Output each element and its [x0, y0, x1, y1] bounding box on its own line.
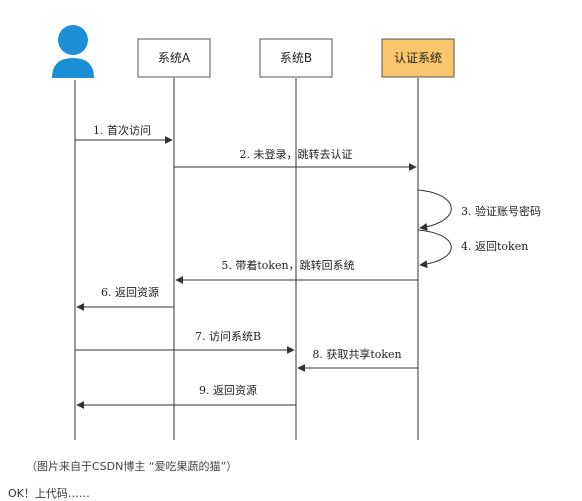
participant-auth: 认证系统 [381, 38, 455, 78]
participant-system-b: 系统B [259, 38, 333, 78]
message-6-label: 6. 返回资源 [101, 285, 159, 299]
message-2-label: 2. 未登录，跳转去认证 [240, 147, 353, 161]
message-1-label: 1. 首次访问 [93, 123, 151, 137]
participant-system-a: 系统A [137, 38, 211, 78]
user-icon [52, 25, 94, 78]
participant-system-b-label: 系统B [280, 51, 312, 65]
message-3-arrow [417, 189, 452, 231]
participant-auth-label: 认证系统 [394, 51, 442, 65]
body-text: OK！上代码…… [8, 487, 90, 500]
participant-system-a-label: 系统A [158, 51, 191, 65]
message-4-arrow [417, 229, 452, 269]
message-4-label: 4. 返回token [461, 240, 528, 253]
message-9-label: 9. 返回资源 [199, 383, 257, 397]
sequence-diagram: 系统A 系统B 认证系统 1. 首次访问 2. 未登录，跳转去认证 3. 验证账… [52, 25, 541, 440]
message-8-label: 8. 获取共享token [312, 347, 401, 361]
message-5-label: 5. 带着token，跳转回系统 [221, 258, 354, 272]
message-3-label: 3. 验证账号密码 [461, 204, 541, 218]
image-caption: （图片来自于CSDN博主 “爱吃果蔬的猫”） [26, 460, 238, 473]
message-7-label: 7. 访问系统B [195, 330, 261, 343]
